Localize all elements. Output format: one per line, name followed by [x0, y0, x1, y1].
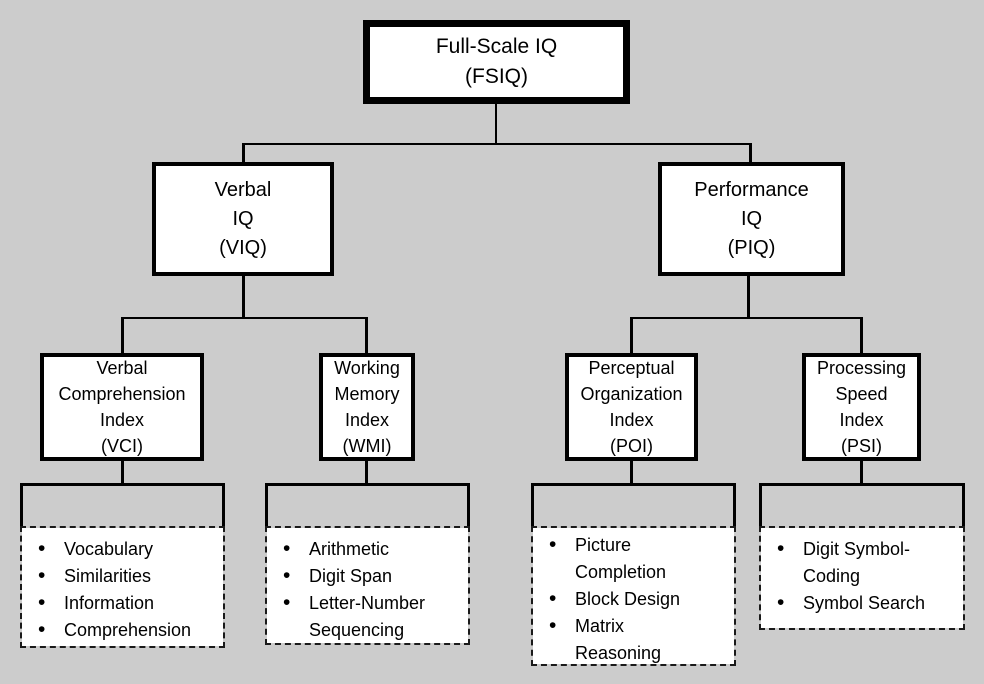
node-label-line: (WMI): [342, 436, 392, 456]
subtest-label: Letter-Number Sequencing: [309, 593, 426, 640]
subtest-label: Symbol Search: [803, 593, 926, 613]
node-verbal-comprehension-index: Verbal Comprehension Index (VCI): [40, 353, 204, 461]
bullet-icon: •: [38, 618, 46, 641]
subtest-list-poi: • Picture Completion • Block Design • Matri…: [531, 526, 736, 666]
node-performance-iq: Performance IQ (PIQ): [658, 162, 845, 276]
bracket-poi: [531, 483, 736, 528]
connector-drop-wmi: [365, 317, 368, 354]
subtest-item: • Comprehension: [22, 617, 219, 644]
subtest-label: Picture Completion: [575, 535, 667, 582]
subtest-label: Information: [64, 593, 155, 613]
subtest-item: • Picture Completion: [533, 532, 730, 586]
bracket-psi: [759, 483, 965, 528]
subtest-item: • Letter-Number Sequencing: [267, 590, 464, 644]
subtest-item: • Digit Symbol-Coding: [761, 536, 959, 590]
subtest-item: • Digit Span: [267, 563, 464, 590]
node-label-line: Verbal: [214, 178, 272, 201]
node-working-memory-index: Working Memory Index (WMI): [319, 353, 415, 461]
node-label-line: (VCI): [101, 436, 143, 456]
subtest-label: Digit Span: [309, 566, 393, 586]
bullet-icon: •: [777, 537, 785, 560]
subtest-label: Comprehension: [64, 620, 192, 640]
node-label-line: (POI): [610, 436, 653, 456]
subtest-label: Vocabulary: [64, 539, 154, 559]
connector-piq-stem: [747, 275, 750, 318]
subtest-items: • Vocabulary • Similarities • Information •…: [22, 528, 223, 644]
node-label-line: IQ: [740, 207, 763, 230]
bullet-icon: •: [549, 614, 557, 637]
node-label-line: Index: [99, 410, 145, 430]
connector-level1-rail: [242, 143, 752, 145]
node-label-line: Speed: [835, 384, 888, 404]
subtest-list-vci: • Vocabulary • Similarities • Information •…: [20, 526, 225, 648]
connector-drop-poi: [630, 317, 633, 354]
connector-drop-piq: [749, 143, 752, 163]
subtest-label: Similarities: [64, 566, 152, 586]
bullet-icon: •: [283, 537, 291, 560]
node-label-line: (FSIQ): [465, 65, 528, 88]
subtest-label: Digit Symbol-Coding: [803, 539, 911, 586]
node-verbal-iq: Verbal IQ (VIQ): [152, 162, 334, 276]
node-label-line: Working: [334, 358, 400, 378]
subtest-item: • Information: [22, 590, 219, 617]
subtest-label: Matrix Reasoning: [575, 616, 662, 663]
node-label-line: Comprehension: [58, 384, 186, 404]
subtest-item: • Arithmetic: [267, 536, 464, 563]
subtest-list-psi: • Digit Symbol-Coding • Symbol Search: [759, 526, 965, 630]
subtest-item: • Similarities: [22, 563, 219, 590]
node-perceptual-organization-index: Perceptual Organization Index (POI): [565, 353, 698, 461]
connector-drop-psi: [860, 317, 863, 354]
node-label-line: Performance: [694, 178, 809, 201]
node-label-line: IQ: [232, 207, 254, 230]
node-label-line: (PSI): [840, 436, 882, 456]
node-label-line: Perceptual: [588, 358, 675, 378]
node-label-line: Full-Scale IQ: [435, 35, 558, 58]
subtest-item: • Matrix Reasoning: [533, 613, 730, 667]
node-label-line: (PIQ): [727, 236, 776, 259]
connector-viq-stem: [242, 275, 245, 318]
connector-vci-subtests: [121, 460, 124, 485]
subtest-items: • Arithmetic • Digit Span • Letter-Number S…: [267, 528, 468, 644]
node-label-line: Memory: [334, 384, 400, 404]
bullet-icon: •: [777, 591, 785, 614]
connector-piq-rail: [630, 317, 863, 319]
subtest-items: • Digit Symbol-Coding • Symbol Search: [761, 528, 963, 617]
node-label-line: Index: [344, 410, 390, 430]
subtest-list-wmi: • Arithmetic • Digit Span • Letter-Number S…: [265, 526, 470, 645]
node-processing-speed-index: Processing Speed Index (PSI): [802, 353, 921, 461]
bullet-icon: •: [38, 591, 46, 614]
subtest-item: • Vocabulary: [22, 536, 219, 563]
bullet-icon: •: [549, 533, 557, 556]
connector-drop-vci: [121, 317, 124, 354]
subtest-items: • Picture Completion • Block Design • Matri…: [533, 528, 734, 667]
bracket-vci: [20, 483, 225, 528]
node-label-line: Organization: [580, 384, 683, 404]
node-label-line: (VIQ): [219, 236, 267, 259]
subtest-item: • Symbol Search: [761, 590, 959, 617]
connector-wmi-subtests: [365, 460, 368, 485]
bullet-icon: •: [38, 564, 46, 587]
connector-fsiq-stem: [495, 103, 497, 144]
node-label-line: Processing: [816, 358, 907, 378]
connector-psi-subtests: [860, 460, 863, 485]
connector-drop-viq: [242, 143, 245, 163]
connector-poi-subtests: [630, 460, 633, 485]
subtest-item: • Block Design: [533, 586, 730, 613]
node-full-scale-iq: Full-Scale IQ (FSIQ): [363, 20, 630, 104]
subtest-label: Arithmetic: [309, 539, 390, 559]
bullet-icon: •: [549, 587, 557, 610]
bullet-icon: •: [283, 564, 291, 587]
bullet-icon: •: [283, 591, 291, 614]
node-label-line: Index: [609, 410, 654, 430]
node-label-line: Index: [839, 410, 884, 430]
bracket-wmi: [265, 483, 470, 528]
node-label-line: Verbal: [96, 358, 148, 378]
subtest-label: Block Design: [575, 589, 681, 609]
bullet-icon: •: [38, 537, 46, 560]
connector-viq-rail: [121, 317, 368, 319]
